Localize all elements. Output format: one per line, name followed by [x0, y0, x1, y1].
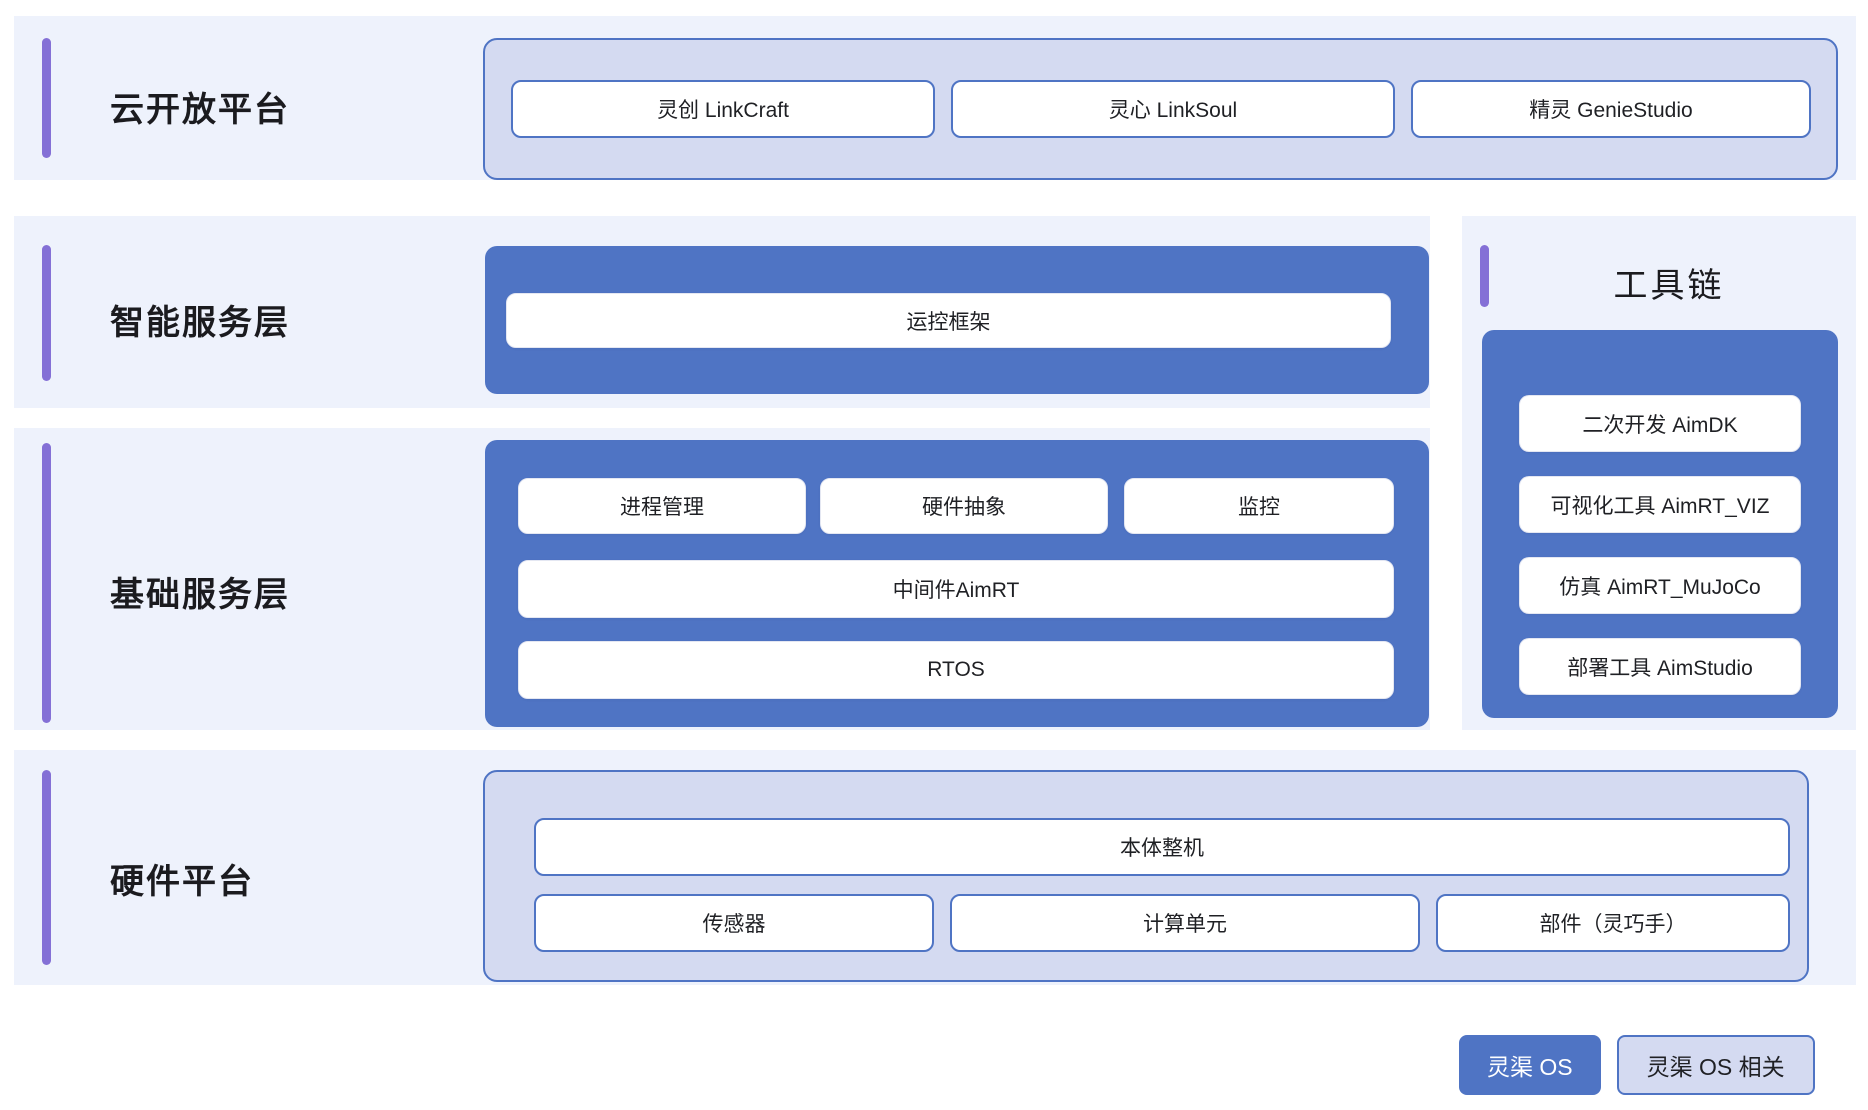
legend: 灵渠 OS 灵渠 OS 相关 — [1459, 1035, 1815, 1095]
chip-sensors[interactable]: 传感器 — [534, 894, 934, 952]
accent-bar-hardware-platform — [42, 770, 51, 965]
accent-bar-toolchain — [1480, 245, 1489, 307]
chip-aimrt-viz[interactable]: 可视化工具 AimRT_VIZ — [1519, 476, 1801, 533]
row-title-basic-service-layer: 基础服务层 — [110, 576, 290, 614]
chip-hardware-abstraction[interactable]: 硬件抽象 — [820, 478, 1108, 534]
legend-chip-lingqu-os[interactable]: 灵渠 OS — [1459, 1035, 1601, 1095]
chip-aimstudio[interactable]: 部署工具 AimStudio — [1519, 638, 1801, 695]
chip-main-body[interactable]: 本体整机 — [534, 818, 1790, 876]
row-title-hardware-platform: 硬件平台 — [110, 863, 254, 901]
chip-process-management[interactable]: 进程管理 — [518, 478, 806, 534]
chip-linksoul[interactable]: 灵心 LinkSoul — [951, 80, 1395, 138]
row-title-cloud-open-platform: 云开放平台 — [110, 91, 290, 129]
chip-rtos[interactable]: RTOS — [518, 641, 1394, 699]
accent-bar-intelligent-service-layer — [42, 245, 51, 381]
chip-linkcraft[interactable]: 灵创 LinkCraft — [511, 80, 935, 138]
toolchain-title: 工具链 — [1613, 267, 1725, 305]
chip-middleware-aimrt[interactable]: 中间件AimRT — [518, 560, 1394, 618]
accent-bar-basic-service-layer — [42, 443, 51, 723]
legend-chip-lingqu-os-related[interactable]: 灵渠 OS 相关 — [1616, 1035, 1815, 1095]
chip-aimdk[interactable]: 二次开发 AimDK — [1519, 395, 1801, 452]
accent-bar-cloud-open-platform — [42, 38, 51, 158]
row-title-intelligent-service-layer: 智能服务层 — [110, 304, 290, 342]
chip-monitoring[interactable]: 监控 — [1124, 478, 1394, 534]
chip-geniestudio[interactable]: 精灵 GenieStudio — [1411, 80, 1811, 138]
chip-aimrt-mujoco[interactable]: 仿真 AimRT_MuJoCo — [1519, 557, 1801, 614]
chip-motion-control-framework[interactable]: 运控框架 — [506, 293, 1391, 348]
chip-compute-unit[interactable]: 计算单元 — [950, 894, 1420, 952]
chip-dexterous-hand[interactable]: 部件（灵巧手） — [1436, 894, 1790, 952]
